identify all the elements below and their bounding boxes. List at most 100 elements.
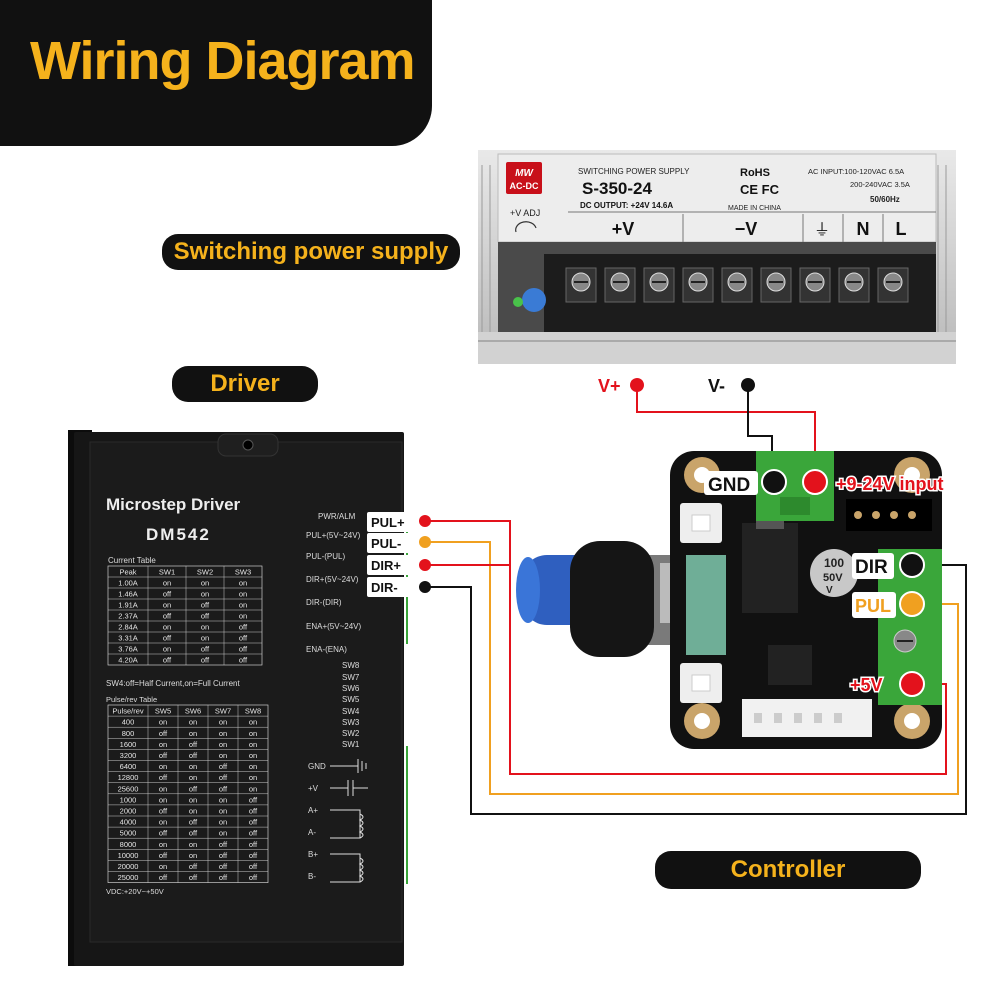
driver-switch-labels: SW8 SW7 SW6 SW5 SW4 SW3 SW2 SW1 [342, 661, 360, 749]
pulse-table-cell: 25000 [118, 873, 139, 882]
pulse-table-cell: on [219, 718, 227, 727]
vplus-dot [630, 378, 644, 392]
pulse-table-cell: off [189, 873, 198, 882]
current-table-cell: on [239, 612, 247, 621]
psu-model: S-350-24 [582, 179, 652, 198]
psu-term-vminus: −V [735, 219, 758, 239]
current-table-cell: on [201, 634, 209, 643]
pulse-table-cell: off [249, 818, 258, 827]
psu-ac-input-1: AC INPUT:100-120VAC 6.5A [808, 167, 904, 176]
capacitor [810, 549, 858, 597]
pulse-table-cell: off [249, 829, 258, 838]
psu-potentiometer [522, 288, 546, 312]
pulse-table-cell: off [159, 729, 168, 738]
pulse-table-cell: off [219, 862, 228, 871]
dot-dir [899, 552, 925, 578]
psu-term-vplus: +V [612, 219, 635, 239]
pulse-table-cell: 800 [122, 729, 135, 738]
vminus-label: V- [708, 376, 725, 396]
dot-dir-minus [419, 581, 431, 593]
current-table-cell: on [239, 601, 247, 610]
pulse-table-cell: 400 [122, 718, 135, 727]
pulse-table-cell: 6400 [120, 762, 137, 771]
current-table-cell: off [163, 634, 172, 643]
driver-vdc: VDC:+20V~+50V [106, 887, 164, 896]
callout-pul-plus: PUL+ [371, 515, 405, 530]
switch-sw8: SW8 [342, 661, 360, 670]
current-table-cell: on [201, 623, 209, 632]
pulse-table-cell: off [249, 795, 258, 804]
pulse-table-cell: off [159, 851, 168, 860]
power-vplus: +V [308, 784, 319, 793]
dot-5v [899, 671, 925, 697]
pulse-table-cell: off [159, 829, 168, 838]
current-table-cell: off [201, 612, 210, 621]
driver-callouts: PUL+ PUL- DIR+ DIR- [367, 512, 431, 597]
pulse-table-cell: off [219, 873, 228, 882]
pulse-table-cell: on [189, 762, 197, 771]
pulse-table-cell: off [249, 851, 258, 860]
signal-pul-minus: PUL-(PUL) [306, 552, 345, 561]
power-gnd: GND [308, 762, 326, 771]
pulse-table-cell: on [219, 829, 227, 838]
signal-ena-plus: ENA+(5V~24V) [306, 622, 361, 631]
current-table-header-cell: SW2 [197, 568, 213, 577]
controller-gnd-label: GND [708, 475, 750, 496]
pulse-table-cell: on [219, 751, 227, 760]
page-title: Wiring Diagram [30, 31, 416, 91]
controller-dir-label: DIR [855, 557, 888, 578]
current-table-cell: 4.20A [118, 656, 138, 665]
pulse-table-cell: on [249, 751, 257, 760]
switch-sw7: SW7 [342, 673, 360, 682]
psu-freq: 50/60Hz [870, 195, 900, 204]
pulse-table-cell: 5000 [120, 829, 137, 838]
pulse-table-cell: off [249, 840, 258, 849]
psu-type: SWITCHING POWER SUPPLY [578, 167, 690, 176]
pulse-table-cell: on [159, 740, 167, 749]
psu-vent-slots [481, 165, 947, 350]
pulse-table-cell: off [159, 773, 168, 782]
current-table-cell: off [163, 612, 172, 621]
pulse-table-header-cell: SW8 [245, 707, 261, 716]
potentiometer-body [686, 555, 726, 655]
cap-voltage: 50V [823, 572, 843, 584]
current-table-cell: 1.91A [118, 601, 138, 610]
pulse-table-cell: on [249, 784, 257, 793]
vadj-arrow-icon [515, 221, 537, 233]
current-table-cell: 2.84A [118, 623, 138, 632]
pulse-table-cell: off [249, 862, 258, 871]
current-table-cell: 2.37A [118, 612, 138, 621]
switch-sw5: SW5 [342, 695, 360, 704]
dot-pul-plus [419, 515, 431, 527]
current-table-cell: on [163, 623, 171, 632]
pulse-table-title: Pulse/rev Table [106, 695, 157, 704]
pulse-table-cell: on [219, 818, 227, 827]
stepper-driver: Microstep Driver DM542 Current Table Pea… [68, 430, 408, 966]
current-table-cell: 1.00A [118, 579, 138, 588]
psu-label: Switching power supply [162, 234, 460, 270]
pulse-table-header-cell: SW5 [155, 707, 171, 716]
pulse-table-cell: on [159, 718, 167, 727]
current-table-cell: on [201, 579, 209, 588]
pulse-table-cell: off [189, 784, 198, 793]
regulator-chip [742, 523, 798, 613]
current-table-cell: off [163, 656, 172, 665]
current-table-cell: 3.31A [118, 634, 138, 643]
pulse-table-cell: off [189, 740, 198, 749]
current-table-cell: off [201, 601, 210, 610]
power-b-minus: B- [308, 872, 316, 881]
power-a-plus: A+ [308, 806, 318, 815]
psu-screw-terminals [565, 267, 909, 303]
pulse-table-cell: on [219, 807, 227, 816]
current-table-header-cell: SW1 [159, 568, 175, 577]
pulse-table-cell: 25600 [118, 784, 139, 793]
pulse-table-cell: on [159, 784, 167, 793]
vplus-label: V+ [598, 376, 621, 396]
pulse-table-cell: 2000 [120, 807, 137, 816]
current-table-cell: 3.76A [118, 645, 138, 654]
psu-ce-mark: CE FC [740, 182, 780, 197]
current-table-cell: off [163, 590, 172, 599]
pulse-table-cell: off [189, 862, 198, 871]
sw4-note: SW4:off=Half Current,on=Full Current [106, 679, 240, 688]
